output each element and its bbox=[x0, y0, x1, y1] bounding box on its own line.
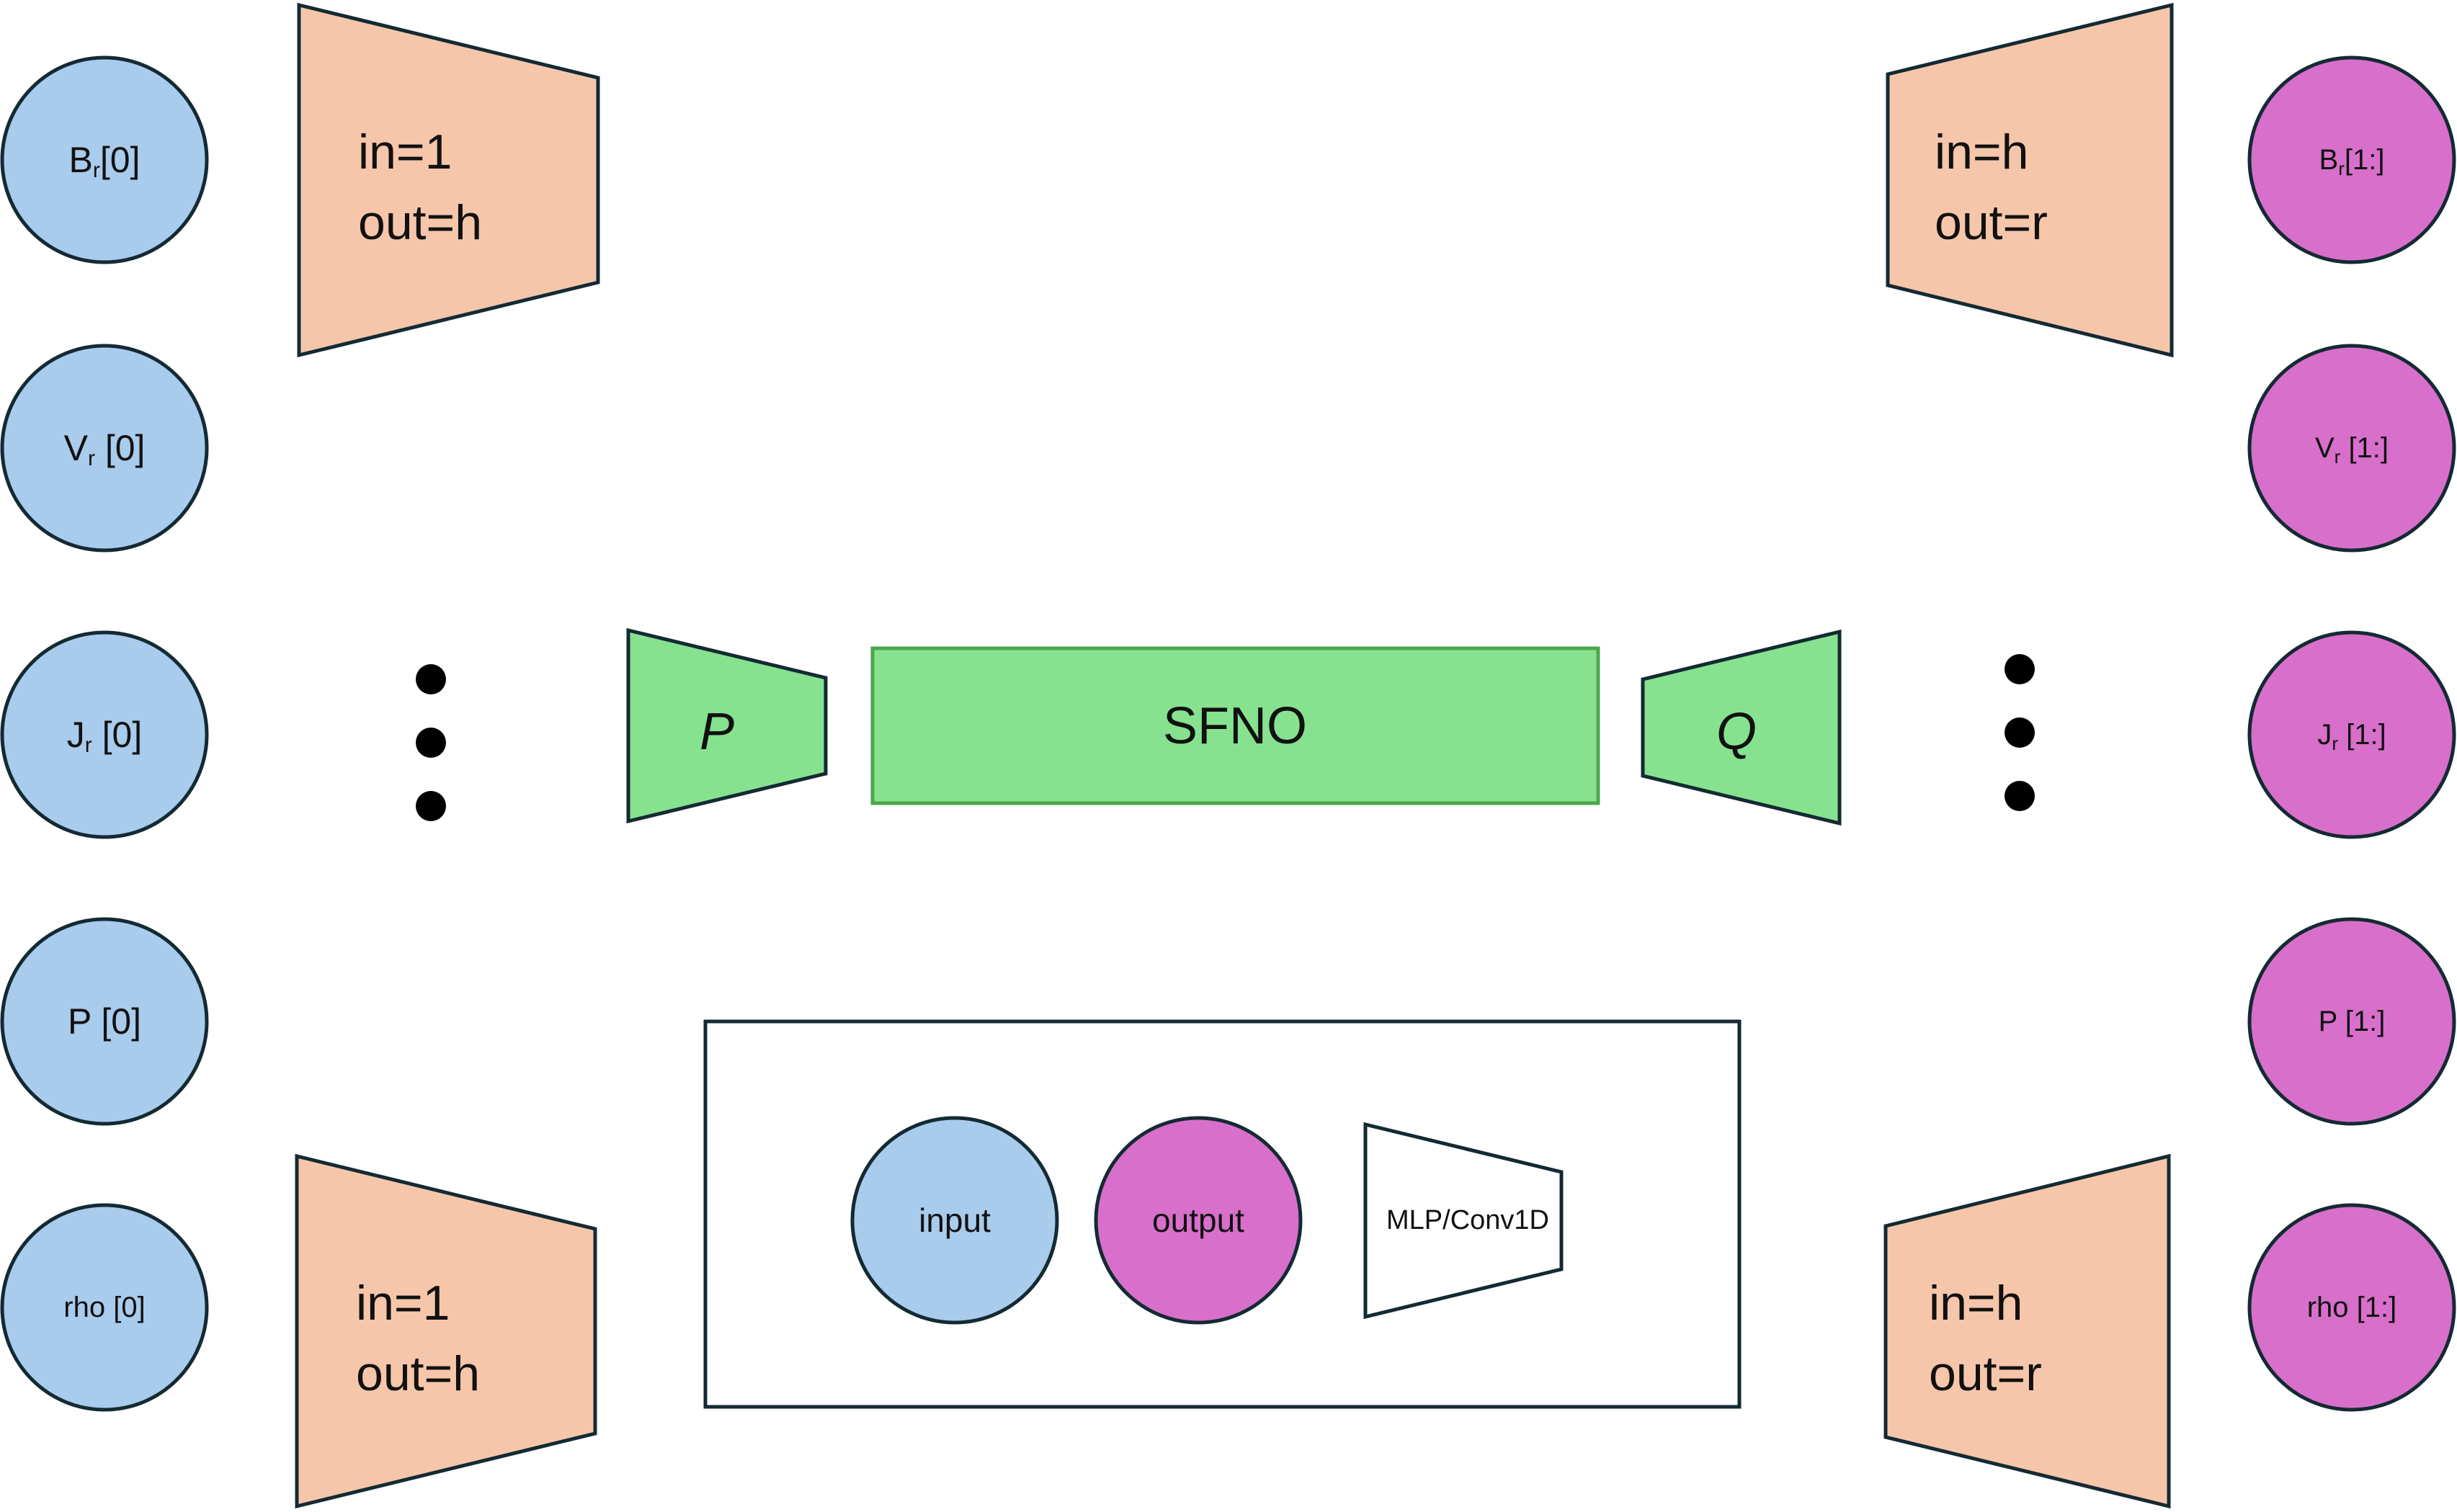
output-vr-base: V bbox=[2315, 432, 2335, 464]
output-node-br-circle bbox=[2247, 55, 2456, 264]
input-node-rho-label: rho [0] bbox=[63, 1292, 145, 1323]
decoder-output-bottom: in=h out=r bbox=[1883, 1153, 2171, 1509]
output-node-vr-label: Vr [1:] bbox=[2315, 432, 2389, 468]
ellipsis-left bbox=[416, 664, 446, 821]
output-node-jr-circle bbox=[2247, 630, 2456, 839]
output-node-rho: rho [1:] bbox=[2247, 1203, 2456, 1412]
projection-layer-q: Q bbox=[1641, 629, 1842, 826]
projection-layer-q-shape bbox=[1641, 629, 1842, 826]
sfno-block-label: SFNO bbox=[1163, 697, 1307, 755]
input-node-br-circle bbox=[0, 55, 209, 264]
output-node-br-label: Br[1:] bbox=[2319, 144, 2385, 179]
output-node-rho-circle bbox=[2247, 1203, 2456, 1412]
legend-input-swatch bbox=[850, 1116, 1059, 1325]
input-vr-index: [0] bbox=[95, 428, 145, 468]
input-jr-index: [0] bbox=[92, 715, 142, 755]
input-node-vr-label: Vr [0] bbox=[64, 428, 146, 470]
input-node-p-label: P [0] bbox=[68, 1001, 141, 1042]
input-jr-base: J bbox=[67, 715, 85, 755]
input-node-rho-circle bbox=[0, 1203, 209, 1412]
projection-layer-q-label: Q bbox=[1716, 703, 1757, 761]
legend-input-label: input bbox=[919, 1202, 991, 1239]
ellipsis-right bbox=[2005, 654, 2035, 811]
encoder-input-bottom-line1: in=1 bbox=[356, 1276, 450, 1330]
legend-input: input bbox=[850, 1116, 1059, 1325]
encoder-input-bottom: in=1 out=h bbox=[295, 1153, 597, 1509]
decoder-output-top: in=h out=r bbox=[1886, 2, 2174, 358]
output-br-base: B bbox=[2319, 144, 2339, 176]
output-br-sub: r bbox=[2338, 158, 2345, 179]
legend-output-swatch bbox=[1094, 1116, 1303, 1325]
legend-output-label: output bbox=[1152, 1202, 1244, 1239]
lifting-layer-p-label: P bbox=[700, 703, 734, 761]
encoder-input-bottom-shape bbox=[295, 1153, 597, 1509]
input-vr-base: V bbox=[64, 428, 89, 468]
input-node-p: P [0] bbox=[0, 917, 209, 1126]
output-jr-base: J bbox=[2317, 719, 2332, 751]
legend-layer-swatch bbox=[1363, 1122, 1564, 1320]
decoder-output-bottom-shape bbox=[1883, 1153, 2171, 1509]
input-node-jr-label: Jr [0] bbox=[67, 715, 142, 757]
input-node-jr-circle bbox=[0, 630, 209, 839]
output-br-index: [1:] bbox=[2345, 144, 2385, 176]
output-node-p-circle bbox=[2247, 917, 2456, 1126]
output-node-vr: Vr [1:] bbox=[2247, 344, 2456, 553]
encoder-input-top: in=1 out=h bbox=[297, 2, 600, 358]
input-node-jr: Jr [0] bbox=[0, 630, 209, 839]
output-node-p: P [1:] bbox=[2247, 917, 2456, 1126]
lifting-layer-p-shape bbox=[626, 627, 828, 824]
output-jr-sub: r bbox=[2332, 733, 2338, 754]
input-node-br-label: Br[0] bbox=[69, 140, 141, 182]
legend-layer: MLP/Conv1D bbox=[1363, 1122, 1564, 1320]
decoder-output-top-line1: in=h bbox=[1935, 125, 2028, 179]
output-node-br: Br[1:] bbox=[2247, 55, 2456, 264]
encoder-input-bottom-line2: out=h bbox=[356, 1346, 480, 1401]
output-vr-sub: r bbox=[2335, 446, 2341, 468]
ellipsis-right-dot-2 bbox=[2005, 717, 2035, 748]
input-node-p-circle bbox=[0, 917, 209, 1126]
sfno-block-shape bbox=[870, 646, 1600, 805]
output-node-vr-circle bbox=[2247, 344, 2456, 553]
input-vr-sub: r bbox=[88, 447, 95, 470]
input-node-rho: rho [0] bbox=[0, 1203, 209, 1412]
input-br-index: [0] bbox=[100, 140, 141, 180]
input-br-sub: r bbox=[93, 158, 100, 182]
ellipsis-right-dot-3 bbox=[2005, 781, 2035, 811]
encoder-input-top-shape bbox=[297, 2, 600, 358]
output-vr-index: [1:] bbox=[2340, 432, 2389, 464]
legend: input output MLP/Conv1D bbox=[703, 1019, 1742, 1409]
output-node-jr-label: Jr [1:] bbox=[2317, 719, 2386, 754]
input-node-vr: Vr [0] bbox=[0, 344, 209, 553]
decoder-output-bottom-line2: out=r bbox=[1929, 1346, 2042, 1401]
ellipsis-left-dot-3 bbox=[416, 791, 446, 821]
ellipsis-right-dot-1 bbox=[2005, 654, 2035, 684]
legend-layer-label: MLP/Conv1D bbox=[1386, 1205, 1549, 1235]
encoder-input-top-line1: in=1 bbox=[358, 125, 452, 179]
encoder-input-top-line2: out=h bbox=[358, 195, 482, 250]
output-node-p-label: P [1:] bbox=[2319, 1006, 2386, 1037]
output-node-rho-label: rho [1:] bbox=[2307, 1292, 2397, 1323]
decoder-output-bottom-line1: in=h bbox=[1929, 1276, 2023, 1330]
lifting-layer-p: P bbox=[626, 627, 828, 824]
input-jr-sub: r bbox=[85, 733, 92, 757]
output-node-jr: Jr [1:] bbox=[2247, 630, 2456, 839]
output-jr-index: [1:] bbox=[2338, 719, 2386, 751]
input-node-br: Br[0] bbox=[0, 55, 209, 264]
input-br-base: B bbox=[69, 140, 93, 180]
legend-output: output bbox=[1094, 1116, 1303, 1325]
decoder-output-top-shape bbox=[1886, 2, 2174, 358]
sfno-block: SFNO bbox=[870, 646, 1600, 805]
input-node-vr-circle bbox=[0, 344, 209, 553]
decoder-output-top-line2: out=r bbox=[1935, 195, 2048, 250]
ellipsis-left-dot-2 bbox=[416, 728, 446, 758]
ellipsis-left-dot-1 bbox=[416, 664, 446, 694]
